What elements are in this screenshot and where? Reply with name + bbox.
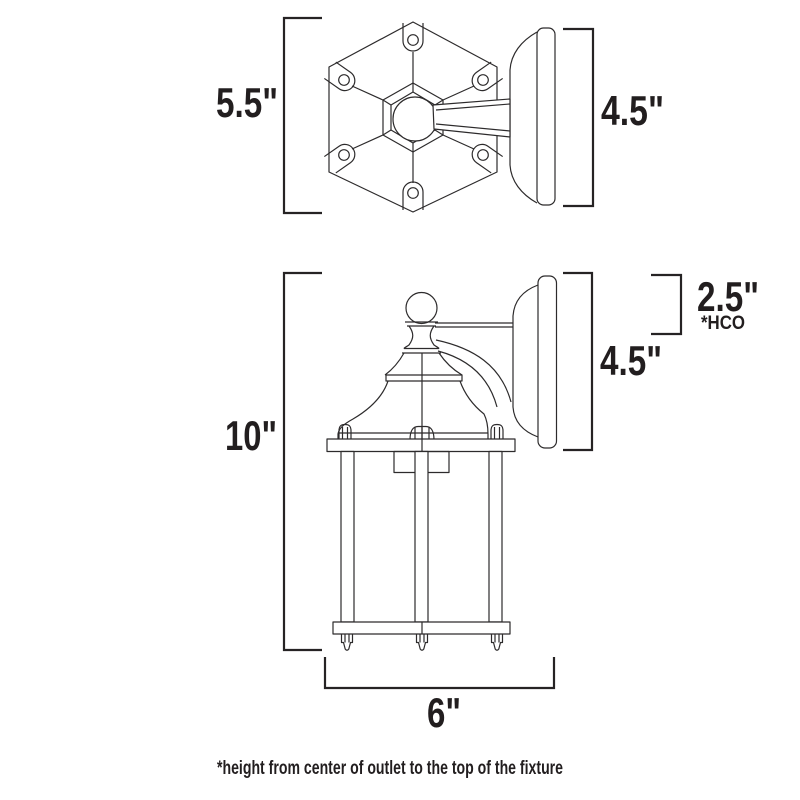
- mounting-arm-bevels: [435, 103, 511, 132]
- cage-bar-center: [414, 450, 429, 623]
- dim-label-side-height: 10": [225, 412, 277, 459]
- top-view-drawing: [323, 21, 556, 213]
- finial-neck: [403, 325, 440, 349]
- side-view-drawing: [326, 275, 558, 651]
- dim-label-side-plate: 4.5": [600, 337, 662, 384]
- bracket-side-height: [282, 271, 322, 652]
- bracket-hco: [651, 273, 683, 336]
- rail-bolt-left: [338, 423, 352, 440]
- roof-band: [385, 374, 463, 382]
- dim-label-top-plate: 4.5": [601, 87, 664, 134]
- footnote: *height from center of outlet to the top…: [217, 758, 563, 779]
- dim-label-hco-note: *HCO: [701, 313, 745, 334]
- foot-left: [340, 634, 354, 651]
- side-view-dimension-brackets: [282, 271, 683, 690]
- arm-scroll-inner: [437, 350, 498, 408]
- bracket-side-width: [323, 657, 556, 690]
- hexagon-mounting-plate: [328, 21, 498, 213]
- screw-tab-top: [402, 23, 424, 52]
- rail-bolt-center: [409, 425, 435, 441]
- foot-right: [490, 634, 504, 651]
- finial-ball: [405, 291, 438, 325]
- cage-top-rail: [326, 438, 516, 453]
- top-backplate-dome: [509, 31, 538, 204]
- roof-bell-lower: [337, 380, 489, 440]
- hex-hub-bevels: [382, 83, 444, 152]
- finial-flange: [405, 321, 438, 327]
- cage-bar-right: [488, 450, 503, 623]
- side-backplate-rim: [537, 275, 558, 449]
- cage-bar-left: [340, 450, 355, 623]
- top-view-dimension-brackets: [282, 16, 595, 215]
- side-backplate-dome: [512, 284, 539, 438]
- roof-bell-upper: [384, 352, 463, 376]
- bracket-side-plate: [563, 271, 594, 452]
- arm-scroll-outer: [435, 339, 512, 403]
- rail-bolt-right: [490, 423, 504, 440]
- screw-tab-bottom: [402, 181, 424, 210]
- foot-center: [415, 634, 429, 651]
- dim-label-top-height: 5.5": [216, 79, 278, 126]
- bracket-top-height: [282, 16, 322, 215]
- top-backplate-rim: [536, 27, 556, 206]
- bracket-top-plate: [563, 27, 595, 208]
- plate-spokes: [351, 52, 475, 183]
- dim-label-side-width: 6": [427, 689, 461, 736]
- dim-label-hco: 2.5": [697, 273, 759, 320]
- arm-top-bar: [435, 322, 513, 328]
- center-boss: [392, 96, 438, 142]
- finial-base: [402, 347, 441, 354]
